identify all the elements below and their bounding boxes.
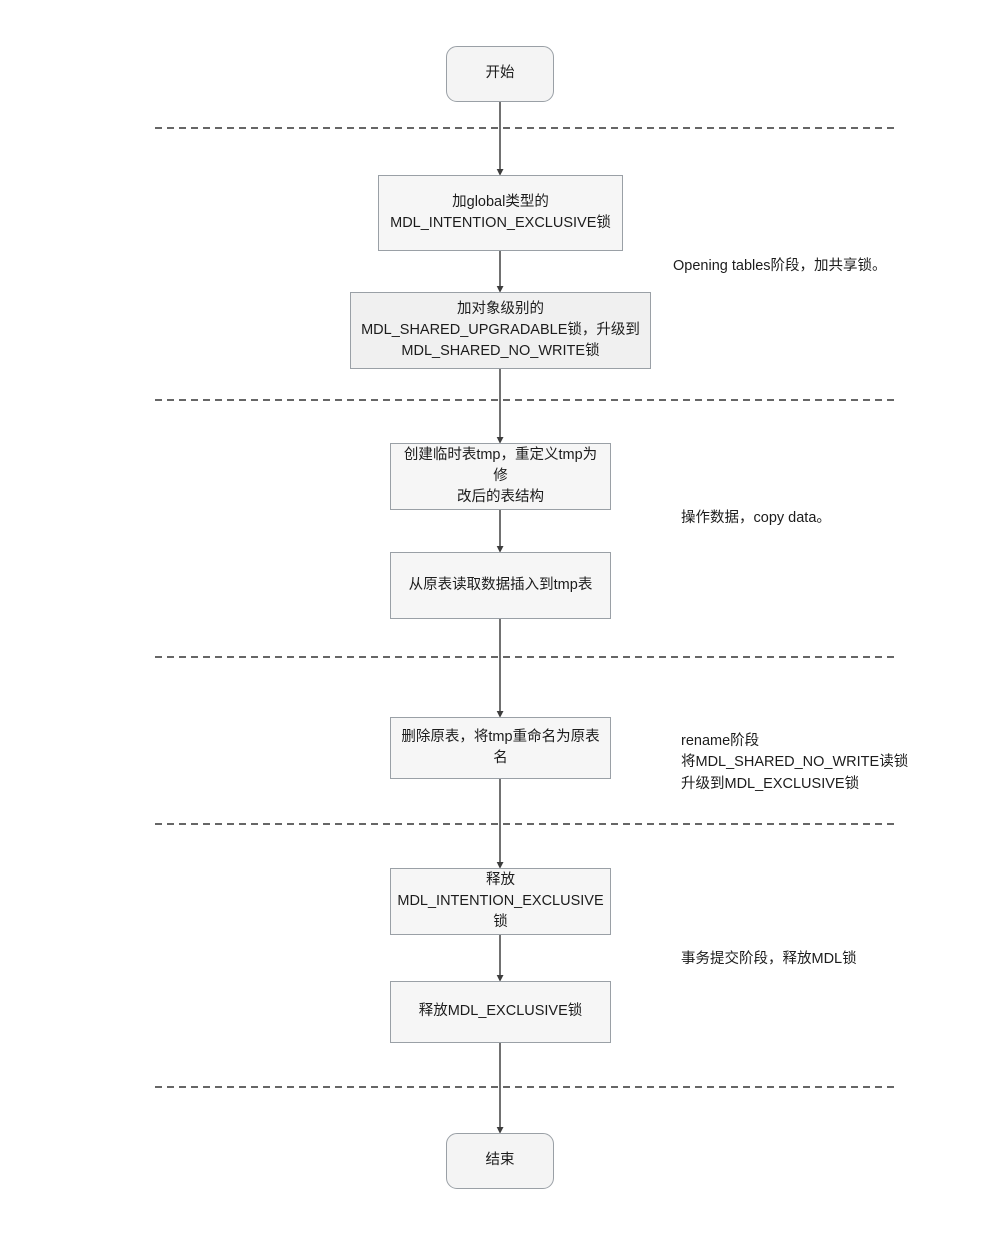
note-commit-stage: 事务提交阶段，释放MDL锁 (681, 951, 857, 967)
note-opening-tables: Opening tables阶段，加共享锁。 (673, 258, 887, 274)
node-object-shared-upgradable-lock[interactable]: 加对象级别的 MDL_SHARED_UPGRADABLE锁，升级到 MDL_SH… (350, 292, 651, 369)
node-copy-rows-to-tmp[interactable]: 从原表读取数据插入到tmp表 (390, 552, 611, 619)
node-create-tmp-table[interactable]: 创建临时表tmp，重定义tmp为修 改后的表结构 (390, 443, 611, 510)
note-copy-data: 操作数据，copy data。 (681, 510, 831, 526)
node-global-ix-lock[interactable]: 加global类型的 MDL_INTENTION_EXCLUSIVE锁 (378, 175, 623, 251)
note-rename-stage: rename阶段 将MDL_SHARED_NO_WRITE读锁 升级到MDL_E… (681, 733, 909, 792)
node-release-exclusive[interactable]: 释放MDL_EXCLUSIVE锁 (390, 981, 611, 1043)
node-end[interactable]: 结束 (446, 1133, 554, 1189)
node-start[interactable]: 开始 (446, 46, 554, 102)
node-release-intention-exclusive[interactable]: 释放 MDL_INTENTION_EXCLUSIVE 锁 (390, 868, 611, 935)
node-rename-tmp-table[interactable]: 删除原表，将tmp重命名为原表 名 (390, 717, 611, 779)
